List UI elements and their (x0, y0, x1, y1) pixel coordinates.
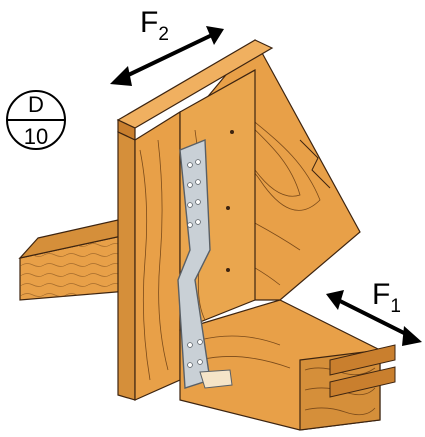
detail-badge-bottom: 10 (24, 124, 48, 149)
detail-callout-badge: D 10 (6, 90, 66, 150)
metal-hanger-strap (177, 138, 233, 389)
force-arrow-f1 (326, 290, 422, 346)
nail-marks (226, 130, 234, 272)
vertical-truss-member (116, 39, 274, 401)
detail-badge-top: D (28, 92, 44, 117)
force-label-f1: F1 (372, 278, 401, 317)
lower-left-beam (18, 214, 141, 301)
force-arrow-f2 (110, 26, 224, 86)
force-label-f2: F2 (140, 6, 169, 45)
main-lower-beam (179, 299, 396, 431)
